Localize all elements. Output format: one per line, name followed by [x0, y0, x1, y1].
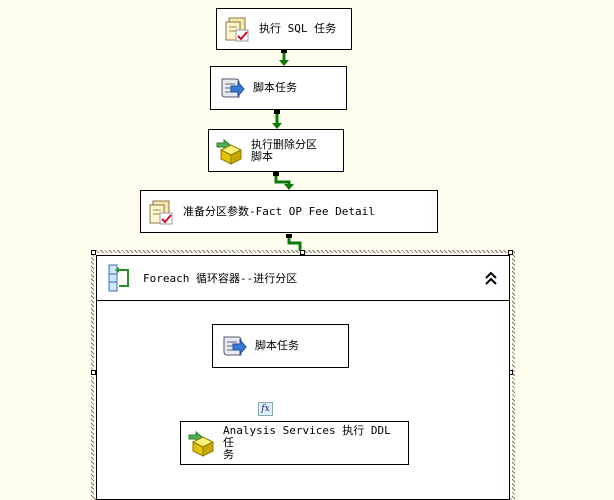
analysis-services-ddl-task[interactable]: Analysis Services 执行 DDL 任 务	[180, 421, 409, 465]
resize-handle-top[interactable]	[300, 250, 305, 255]
resize-handle-top-left[interactable]	[91, 250, 96, 255]
analysis-cube-icon	[216, 138, 243, 165]
container-title: Foreach 循环容器--进行分区	[143, 272, 298, 285]
execute-delete-partition-task[interactable]: 执行删除分区 脚本	[208, 129, 344, 172]
expression-fx-icon[interactable]: fx	[258, 402, 273, 416]
task-label: Analysis Services 执行 DDL 任 务	[223, 424, 391, 461]
task-label: 脚本任务	[253, 81, 297, 94]
script-scroll-icon	[221, 78, 245, 98]
sql-task-icon	[225, 17, 249, 42]
task-label: 执行 SQL 任务	[259, 22, 337, 35]
execute-sql-task[interactable]: 执行 SQL 任务	[216, 8, 352, 50]
analysis-cube-icon	[188, 430, 215, 457]
connector-arrow	[284, 184, 294, 190]
connector-start-nub	[273, 172, 279, 176]
task-label: 准备分区参数-Fact OP Fee Detail	[183, 204, 375, 218]
resize-handle-top-right[interactable]	[508, 250, 513, 255]
prepare-partition-params-task[interactable]: 准备分区参数-Fact OP Fee Detail	[140, 190, 438, 233]
connector-arrow	[272, 123, 282, 129]
double-chevron-up-icon[interactable]	[483, 270, 499, 286]
script-task-1[interactable]: 脚本任务	[210, 66, 347, 110]
resize-handle-left[interactable]	[91, 370, 96, 375]
sql-task-icon	[149, 200, 173, 224]
script-scroll-icon	[223, 336, 247, 356]
task-label: 执行删除分区 脚本	[251, 137, 317, 163]
connector-arrow	[279, 60, 289, 66]
script-task-2[interactable]: 脚本任务	[212, 324, 349, 368]
connector-prepare-to-container	[287, 237, 302, 251]
connector-start-nub	[274, 110, 280, 114]
foreach-loop-icon	[108, 264, 129, 292]
connector-start-nub	[286, 234, 292, 238]
connector-start-nub	[281, 49, 287, 53]
container-header[interactable]: Foreach 循环容器--进行分区	[97, 256, 509, 301]
task-label: 脚本任务	[255, 339, 299, 352]
